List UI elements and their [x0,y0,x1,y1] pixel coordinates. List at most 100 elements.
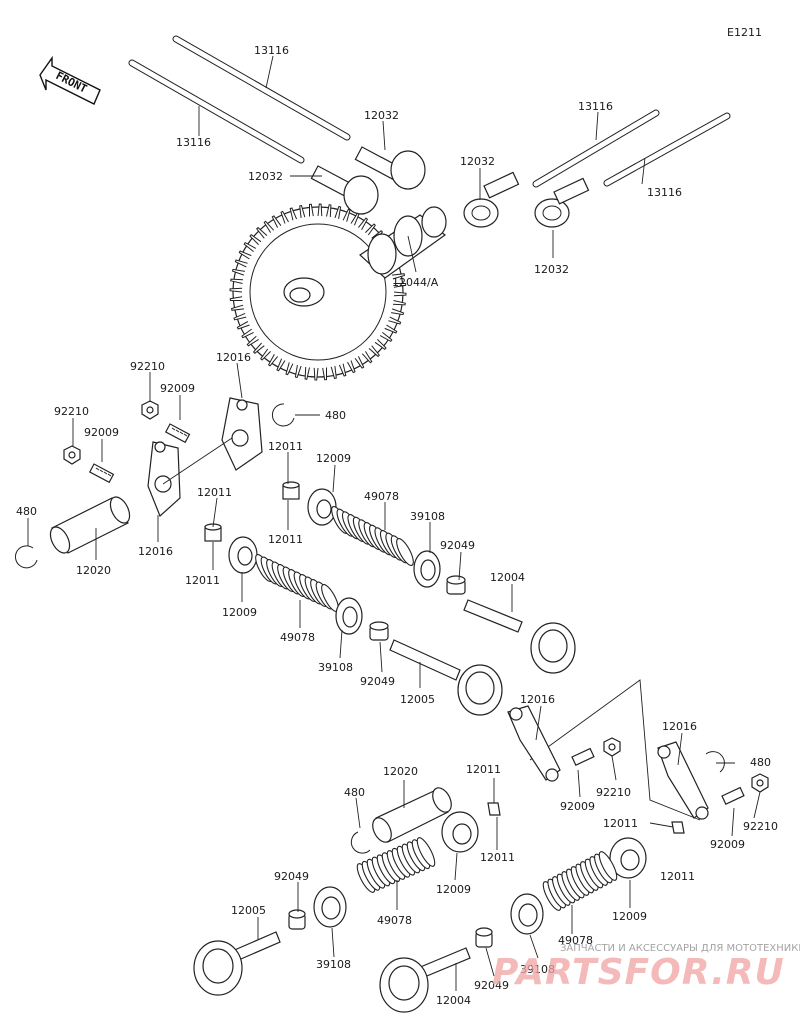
circlip [14,545,38,569]
part-labels: 13116 13116 12032 12032 12032 12032 1311… [16,44,778,1007]
gear-tooth [229,287,243,293]
gear-tooth [334,205,342,219]
circlip [350,831,371,854]
valve [193,931,281,996]
rocker-shaft [372,787,452,843]
gear-tooth [231,268,245,276]
part-label: 12011 [480,851,515,864]
spring-retainer [441,811,479,853]
part-label: 92210 [130,360,165,373]
part-label: 12011 [268,533,303,546]
diagram-reference: E1211 [727,26,762,39]
collet [487,802,501,816]
valve-spring [331,505,414,567]
part-label: 92009 [710,838,745,851]
push-rod [128,59,305,164]
push-rod [603,112,731,187]
part-label: 13116 [176,136,211,149]
gear-tooth [249,234,262,245]
gear-tooth [294,365,302,379]
tappet [534,177,590,228]
part-label: 12004 [436,994,471,1007]
tappet [354,146,426,190]
gear-tooth [350,212,360,226]
nut [63,445,81,465]
spring-coil [416,837,436,867]
gear-tooth [309,203,314,217]
part-label: 13116 [254,44,289,57]
nut [751,773,769,793]
gear-tooth [317,203,323,217]
part-label: 12016 [520,693,555,706]
part-label: 12011 [197,486,232,499]
tappet [310,165,379,215]
watermark-tagline: ЗАПЧАСТИ И АКСЕССУАРЫ ДЛЯ МОТОТЕХНИКИ [560,943,800,954]
part-label: 39108 [316,958,351,971]
rocker-shaft [49,496,131,554]
part-label: 92049 [274,870,309,883]
part-label: 12009 [222,606,257,619]
spring-retainer [609,837,647,879]
part-label: 12011 [603,817,638,830]
part-label: 12032 [248,170,283,183]
gear-tooth [347,360,356,374]
nut [603,737,621,757]
gear-tooth [252,342,265,354]
part-label: 49078 [280,631,315,644]
gear-tooth [256,226,268,239]
part-label: 12032 [364,109,399,122]
valve-spring [542,851,618,911]
gear-tooth [233,312,247,321]
adjusting-screw [571,747,595,766]
part-label: 92049 [474,979,509,992]
gear-tooth [338,363,347,377]
spring-retainer [307,488,337,526]
part-label: 92009 [84,426,119,439]
spring-seat [313,886,347,928]
gear-tooth [304,366,310,380]
gear-tooth [330,366,337,379]
part-label: 49078 [558,934,593,947]
part-label: 480 [16,505,37,518]
part-label: 12011 [466,763,501,776]
gear-tooth [354,356,365,369]
part-label: 92210 [743,820,778,833]
watermark-logo: PARTSFOR.RU [492,952,785,993]
valve [463,599,576,674]
rocker-arm [507,705,561,782]
part-label: 480 [325,409,346,422]
part-label: 12011 [268,440,303,453]
spring-seat [510,893,544,935]
gear-tooth [313,367,319,381]
part-label: 12009 [316,452,351,465]
nut [141,400,159,420]
rocker-arm [657,741,709,820]
gear-tooth [229,296,243,301]
gear-tooth [263,220,275,233]
adjusting-screw [164,423,191,444]
gear-tooth [246,335,259,347]
rocker-arm [221,397,263,471]
collet [282,481,300,500]
part-label: 12020 [383,765,418,778]
part-label: 49078 [377,914,412,927]
adjusting-screw [721,786,745,805]
spring-coil [396,537,414,567]
leader-lines [27,55,761,991]
part-label: 12011 [185,574,220,587]
gear-tooth [289,207,298,221]
gear-tooth [243,241,257,252]
part-label: 12005 [231,904,266,917]
part-label: 12044/A [392,276,439,289]
part-label: 12016 [662,720,697,733]
part-label: 92049 [360,675,395,688]
part-label: 12032 [460,155,495,168]
gear-tooth [365,223,376,236]
gear-tooth [379,332,393,343]
part-label: 480 [344,786,365,799]
valve-stem-seal [475,927,493,948]
gear-tooth [384,324,398,334]
adjusting-screw [88,463,115,484]
part-label: 92210 [596,786,631,799]
